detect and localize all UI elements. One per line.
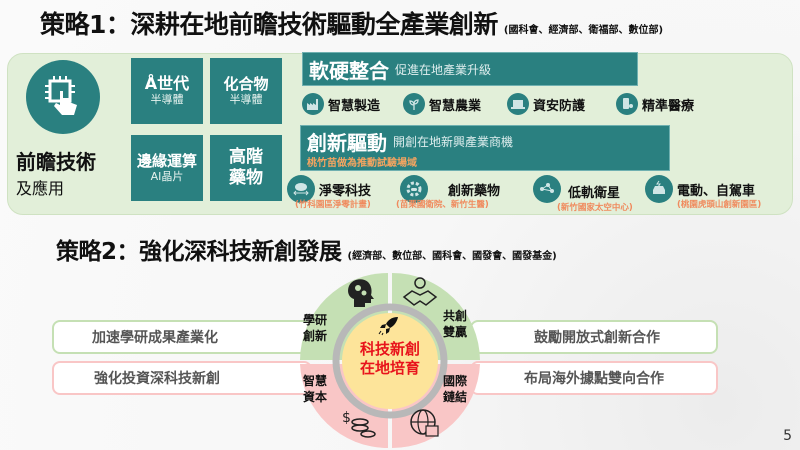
coins-dollar-icon: $ (342, 408, 376, 438)
handshake-bulb-icon (402, 275, 438, 307)
medical-phone-icon (616, 93, 638, 115)
pilot-field-note: 桃竹苗做為推動試驗場域 (307, 158, 417, 169)
laptop-shield-icon (507, 93, 529, 115)
app-smart-manufacturing: 智慧製造 (302, 93, 380, 115)
quadrant-smart-capital: 智慧 資本 (303, 374, 328, 404)
svg-text:$: $ (342, 410, 351, 426)
pill-open-innovation: 鼓勵開放式創新合作 (470, 320, 718, 354)
startup-wheel-diagram (300, 273, 480, 448)
satellite-network-icon (533, 175, 561, 203)
software-hardware-band: 軟硬整合促進在地產業升級 (302, 52, 638, 86)
pill-overseas-cooperation: 布局海外據點雙向合作 (470, 361, 718, 395)
page-number: 5 (783, 428, 792, 444)
innovation-band: 創新驅動開創在地新興產業商機 桃竹苗做為推動試驗場域 (300, 125, 670, 171)
quadrant-co-creation: 共創 雙贏 (443, 309, 468, 339)
head-gears-icon (344, 277, 378, 307)
chip-touch-icon (26, 60, 100, 134)
strategy1-title: 策略1：深耕在地前瞻技術驅動全產業創新(國科會、經濟部、衛福部、數位部) (40, 10, 664, 39)
strategy1-agencies: (國科會、經濟部、衛福部、數位部) (503, 25, 664, 36)
app-cybersecurity: 資安防護 (507, 93, 585, 115)
electric-car-icon (645, 175, 673, 203)
plant-sensor-icon (403, 93, 425, 115)
strategy2-title: 策略2：強化深科技新創發展(經濟部、數位部、國科會、國發會、國發基金) (56, 239, 557, 265)
tile-compound-semiconductor: 化合物 半導體 (210, 58, 282, 124)
lead-title: 前瞻技術 (16, 150, 96, 174)
gear-pill-icon (400, 175, 428, 203)
tile-angstrom-semiconductor: Å世代 半導體 (131, 58, 203, 124)
center-label: 科技新創 在地培育 (359, 340, 420, 377)
tile-edge-computing: 邊緣運算 AI晶片 (131, 135, 203, 201)
app-smart-agriculture: 智慧農業 (403, 93, 481, 115)
tile-advanced-drugs: 高階 藥物 (210, 135, 282, 201)
app-precision-medicine: 精準醫療 (616, 93, 694, 115)
strategy2-agencies: (經濟部、數位部、國科會、國發會、國發基金) (347, 251, 557, 262)
lead-subtitle: 及應用 (16, 179, 65, 198)
globe-chart-icon (408, 407, 440, 439)
factory-icon (302, 93, 324, 115)
pill-deep-tech-investment: 強化投資深科技新創 (52, 361, 312, 395)
cloud-exchange-icon (287, 175, 315, 203)
pill-academic-industrialization: 加速學研成果產業化 (52, 320, 312, 354)
rocket-icon (378, 316, 400, 336)
quadrant-academic-innovation: 學研 創新 (303, 313, 328, 343)
quadrant-international-link: 國際 鏈結 (443, 374, 468, 404)
